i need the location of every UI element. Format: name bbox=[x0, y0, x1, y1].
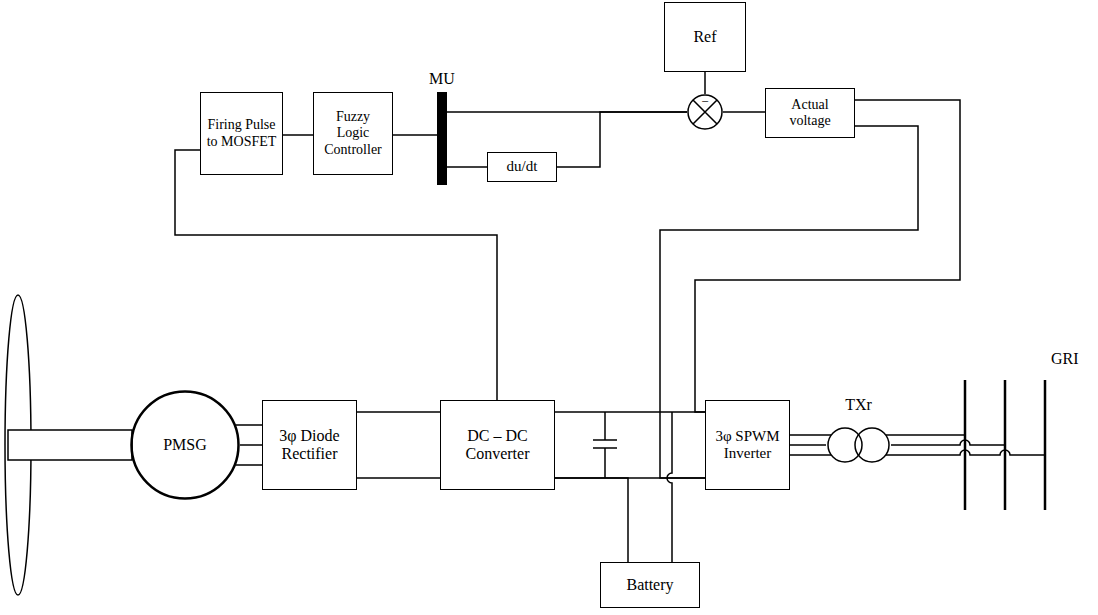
signal-wire bbox=[447, 166, 487, 168]
signal-wire bbox=[357, 411, 440, 413]
signal-wire bbox=[723, 111, 765, 113]
node-label: − bbox=[687, 95, 723, 109]
block-box: 3φ SPWM Inverter bbox=[705, 400, 790, 490]
turbine-shaft bbox=[8, 430, 132, 460]
phase-wire bbox=[955, 440, 1005, 445]
transformer-winding bbox=[828, 428, 862, 462]
node-label: DC – DC Converter bbox=[445, 427, 550, 464]
node-label: du/dt bbox=[507, 158, 538, 175]
node-label: Actual voltage bbox=[770, 97, 850, 129]
signal-wire bbox=[393, 134, 437, 136]
block-box: Fuzzy Logic Controller bbox=[313, 92, 393, 175]
shape-outline bbox=[826, 420, 891, 470]
battery-wire bbox=[667, 412, 672, 562]
signal-wire bbox=[557, 112, 687, 167]
signal-wire bbox=[790, 444, 826, 446]
node-label: Fuzzy Logic Controller bbox=[318, 109, 388, 157]
shape-outline bbox=[955, 380, 1055, 510]
node-label: Ref bbox=[693, 28, 716, 46]
block-box: DC – DC Converter bbox=[440, 400, 555, 490]
phase-wire bbox=[236, 425, 262, 465]
signal-wire bbox=[695, 100, 960, 412]
summing-junction: − bbox=[687, 94, 723, 130]
node-label: PMSG bbox=[163, 436, 207, 454]
signal-wire bbox=[283, 134, 313, 136]
node-label: TXr bbox=[845, 396, 872, 414]
generator-outline bbox=[132, 392, 239, 499]
node-label: MU bbox=[429, 70, 455, 88]
transformer-winding bbox=[855, 428, 889, 462]
capacitor-symbol bbox=[593, 412, 617, 478]
node-label: GRI bbox=[1051, 350, 1079, 368]
block-box: Firing Pulse to MOSFET bbox=[200, 92, 283, 175]
signal-wire bbox=[555, 478, 628, 562]
node-label: Firing Pulse to MOSFET bbox=[205, 117, 278, 149]
block-box: Battery bbox=[600, 562, 700, 608]
signal-wire bbox=[555, 411, 705, 413]
grid-bus: GRI bbox=[955, 380, 1055, 510]
signal-wire bbox=[240, 444, 262, 446]
dc-wire bbox=[357, 477, 440, 479]
block-box: 3φ Diode Rectifier bbox=[262, 400, 357, 490]
transformer-symbol: TXr bbox=[826, 420, 891, 470]
mux-bar: MU bbox=[437, 92, 447, 185]
signal-wire bbox=[175, 150, 497, 400]
bus-bar bbox=[1004, 380, 1007, 510]
signal-wire bbox=[704, 72, 706, 94]
node-label: 3φ SPWM Inverter bbox=[710, 428, 785, 463]
node-label: 3φ Diode Rectifier bbox=[267, 427, 352, 464]
phase-wire bbox=[790, 435, 831, 455]
bus-bar bbox=[964, 380, 967, 510]
bus-bar bbox=[1044, 380, 1047, 510]
block-box: du/dt bbox=[487, 152, 557, 182]
phase-wire bbox=[886, 434, 965, 436]
block-box: Ref bbox=[664, 2, 746, 72]
signal-wire bbox=[891, 444, 955, 446]
generator-circle: PMSG bbox=[130, 390, 240, 500]
node-label: Battery bbox=[626, 576, 673, 594]
sum-outline bbox=[688, 95, 722, 129]
block-box: Actual voltage bbox=[765, 88, 855, 138]
